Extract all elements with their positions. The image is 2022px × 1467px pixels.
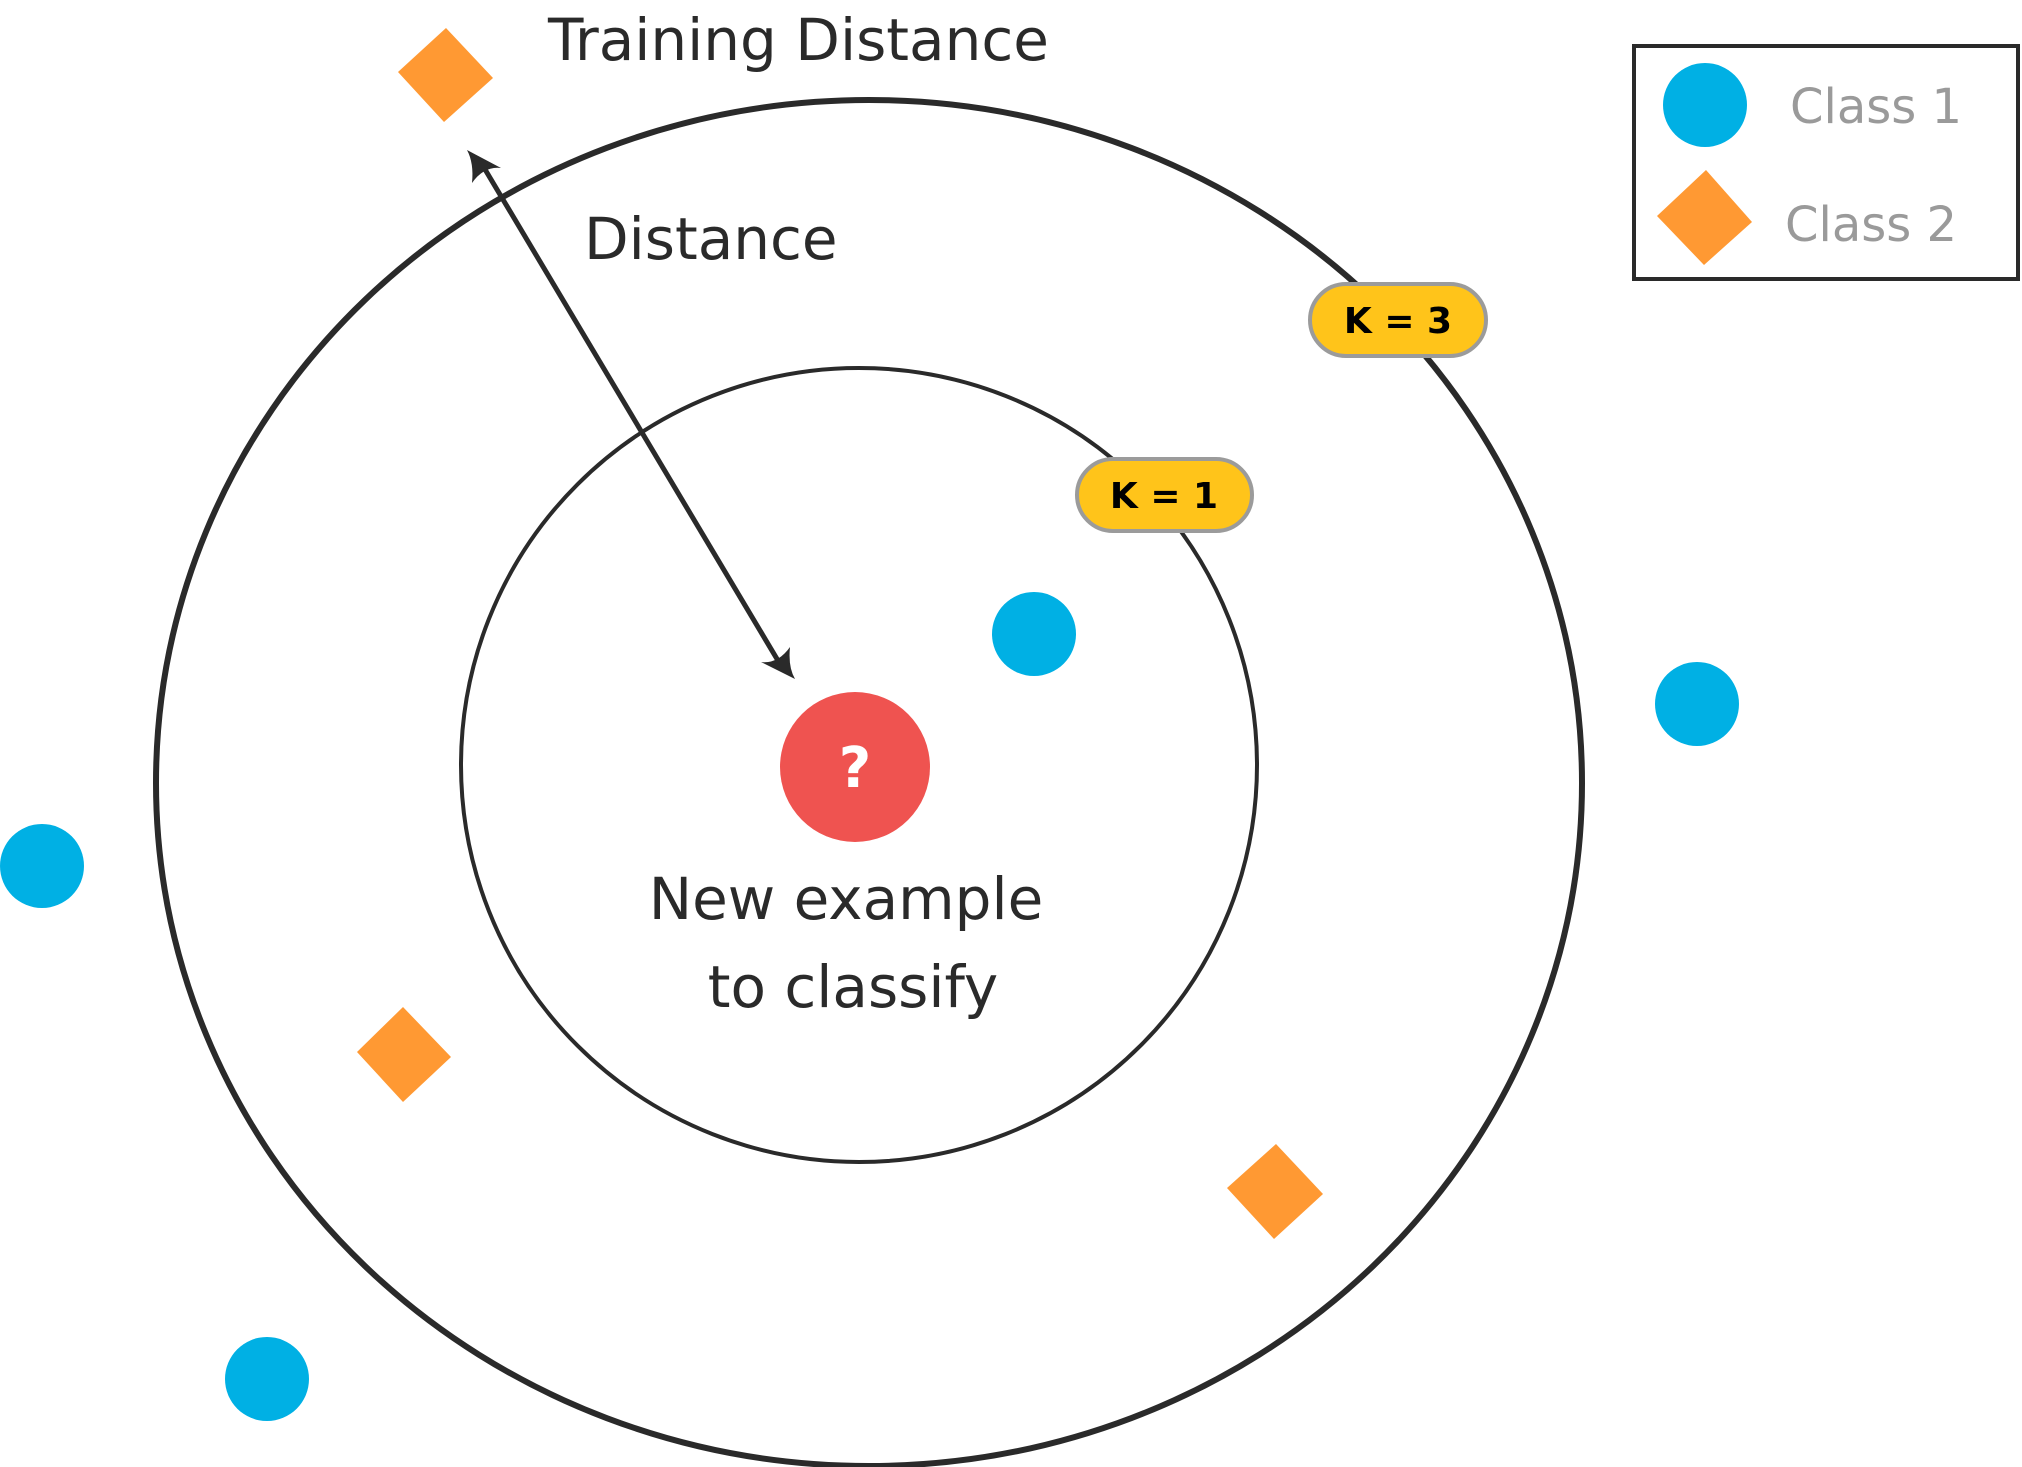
new-example-circle	[780, 692, 930, 842]
distance-label: Distance	[584, 205, 838, 273]
k1-badge-pill	[1075, 457, 1254, 533]
k1-badge-label: K = 1	[1110, 476, 1218, 517]
outer-radius-circle	[153, 97, 1585, 1467]
question-mark-icon: ?	[839, 736, 871, 801]
class2-point	[1227, 1144, 1323, 1239]
k1-badge: K = 1	[1075, 457, 1254, 533]
new-example-label-line1: New example	[649, 865, 1044, 933]
legend-class1-label: Class 1	[1790, 79, 1962, 135]
k3-badge-label: K = 3	[1344, 301, 1452, 342]
legend-class2-label: Class 2	[1785, 197, 1957, 253]
legend: Class 1 Class 2	[1632, 44, 2020, 281]
training-distance-label: Training Distance	[547, 6, 1049, 74]
class2-point	[398, 28, 493, 122]
distance-arrow	[467, 150, 795, 679]
inner-radius-circle	[459, 366, 1259, 1164]
legend-class2-icon	[1657, 170, 1752, 265]
class1-point	[0, 824, 84, 908]
class2-point	[357, 1007, 451, 1102]
class1-point	[225, 1337, 309, 1421]
arrowhead-bottom-icon	[761, 647, 795, 679]
legend-class1-icon	[1663, 63, 1747, 147]
k3-badge-pill	[1308, 282, 1488, 358]
new-example-label-line2: to classify	[708, 953, 998, 1021]
k3-badge: K = 3	[1308, 282, 1488, 358]
class1-point	[1655, 662, 1739, 746]
new-example-point: ?	[780, 692, 930, 842]
arrowhead-top-icon	[467, 150, 501, 183]
class1-point	[992, 592, 1076, 676]
